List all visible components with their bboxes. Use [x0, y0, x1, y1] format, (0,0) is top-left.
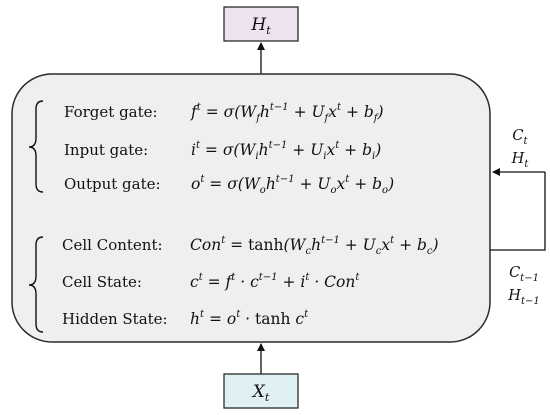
cell-body	[11, 73, 491, 343]
gate-label-1: Input gate:	[64, 141, 148, 159]
state-equation-2: ht = ot · tanh ct	[190, 309, 309, 328]
gates-brace	[28, 100, 44, 193]
feedback-label-ct-1: Ct−1	[509, 265, 539, 284]
input-label: Xt	[251, 382, 270, 404]
gate-equation-2: ot = σ(Woht−1 + Uoxt + bo)	[191, 174, 394, 196]
state-equation-1: ct = ft · ct−1 + it · Cont	[190, 272, 360, 291]
state-label-1: Cell State:	[62, 273, 142, 291]
gate-label-2: Output gate:	[64, 175, 161, 193]
gate-equations: Forget gate: ft = σ(Wfht−1 + Ufxt + bf) In…	[64, 102, 394, 196]
feedback-loop-line	[490, 172, 546, 251]
gate-equation-0: ft = σ(Wfht−1 + Ufxt + bf)	[190, 102, 384, 124]
input-box	[223, 373, 299, 409]
feedback-label-ht: Ht	[511, 151, 530, 170]
gate-label-0: Forget gate:	[64, 103, 158, 121]
feedback-label-ht-1: Ht−1	[507, 288, 539, 307]
output-box	[223, 6, 299, 42]
state-equations: Cell Content: Cont = tanh(Wcht−1 + Ucxt +…	[62, 235, 439, 328]
feedback-label-ct: Ct	[512, 128, 528, 147]
output-label: Ht	[250, 15, 271, 37]
gate-equation-1: it = σ(Wiht−1 + Uixt + bi)	[191, 140, 381, 162]
state-label-0: Cell Content:	[62, 236, 163, 254]
state-equation-0: Cont = tanh(Wcht−1 + Ucxt + bc)	[190, 235, 439, 257]
states-brace	[28, 236, 44, 333]
state-label-2: Hidden State:	[62, 310, 168, 328]
